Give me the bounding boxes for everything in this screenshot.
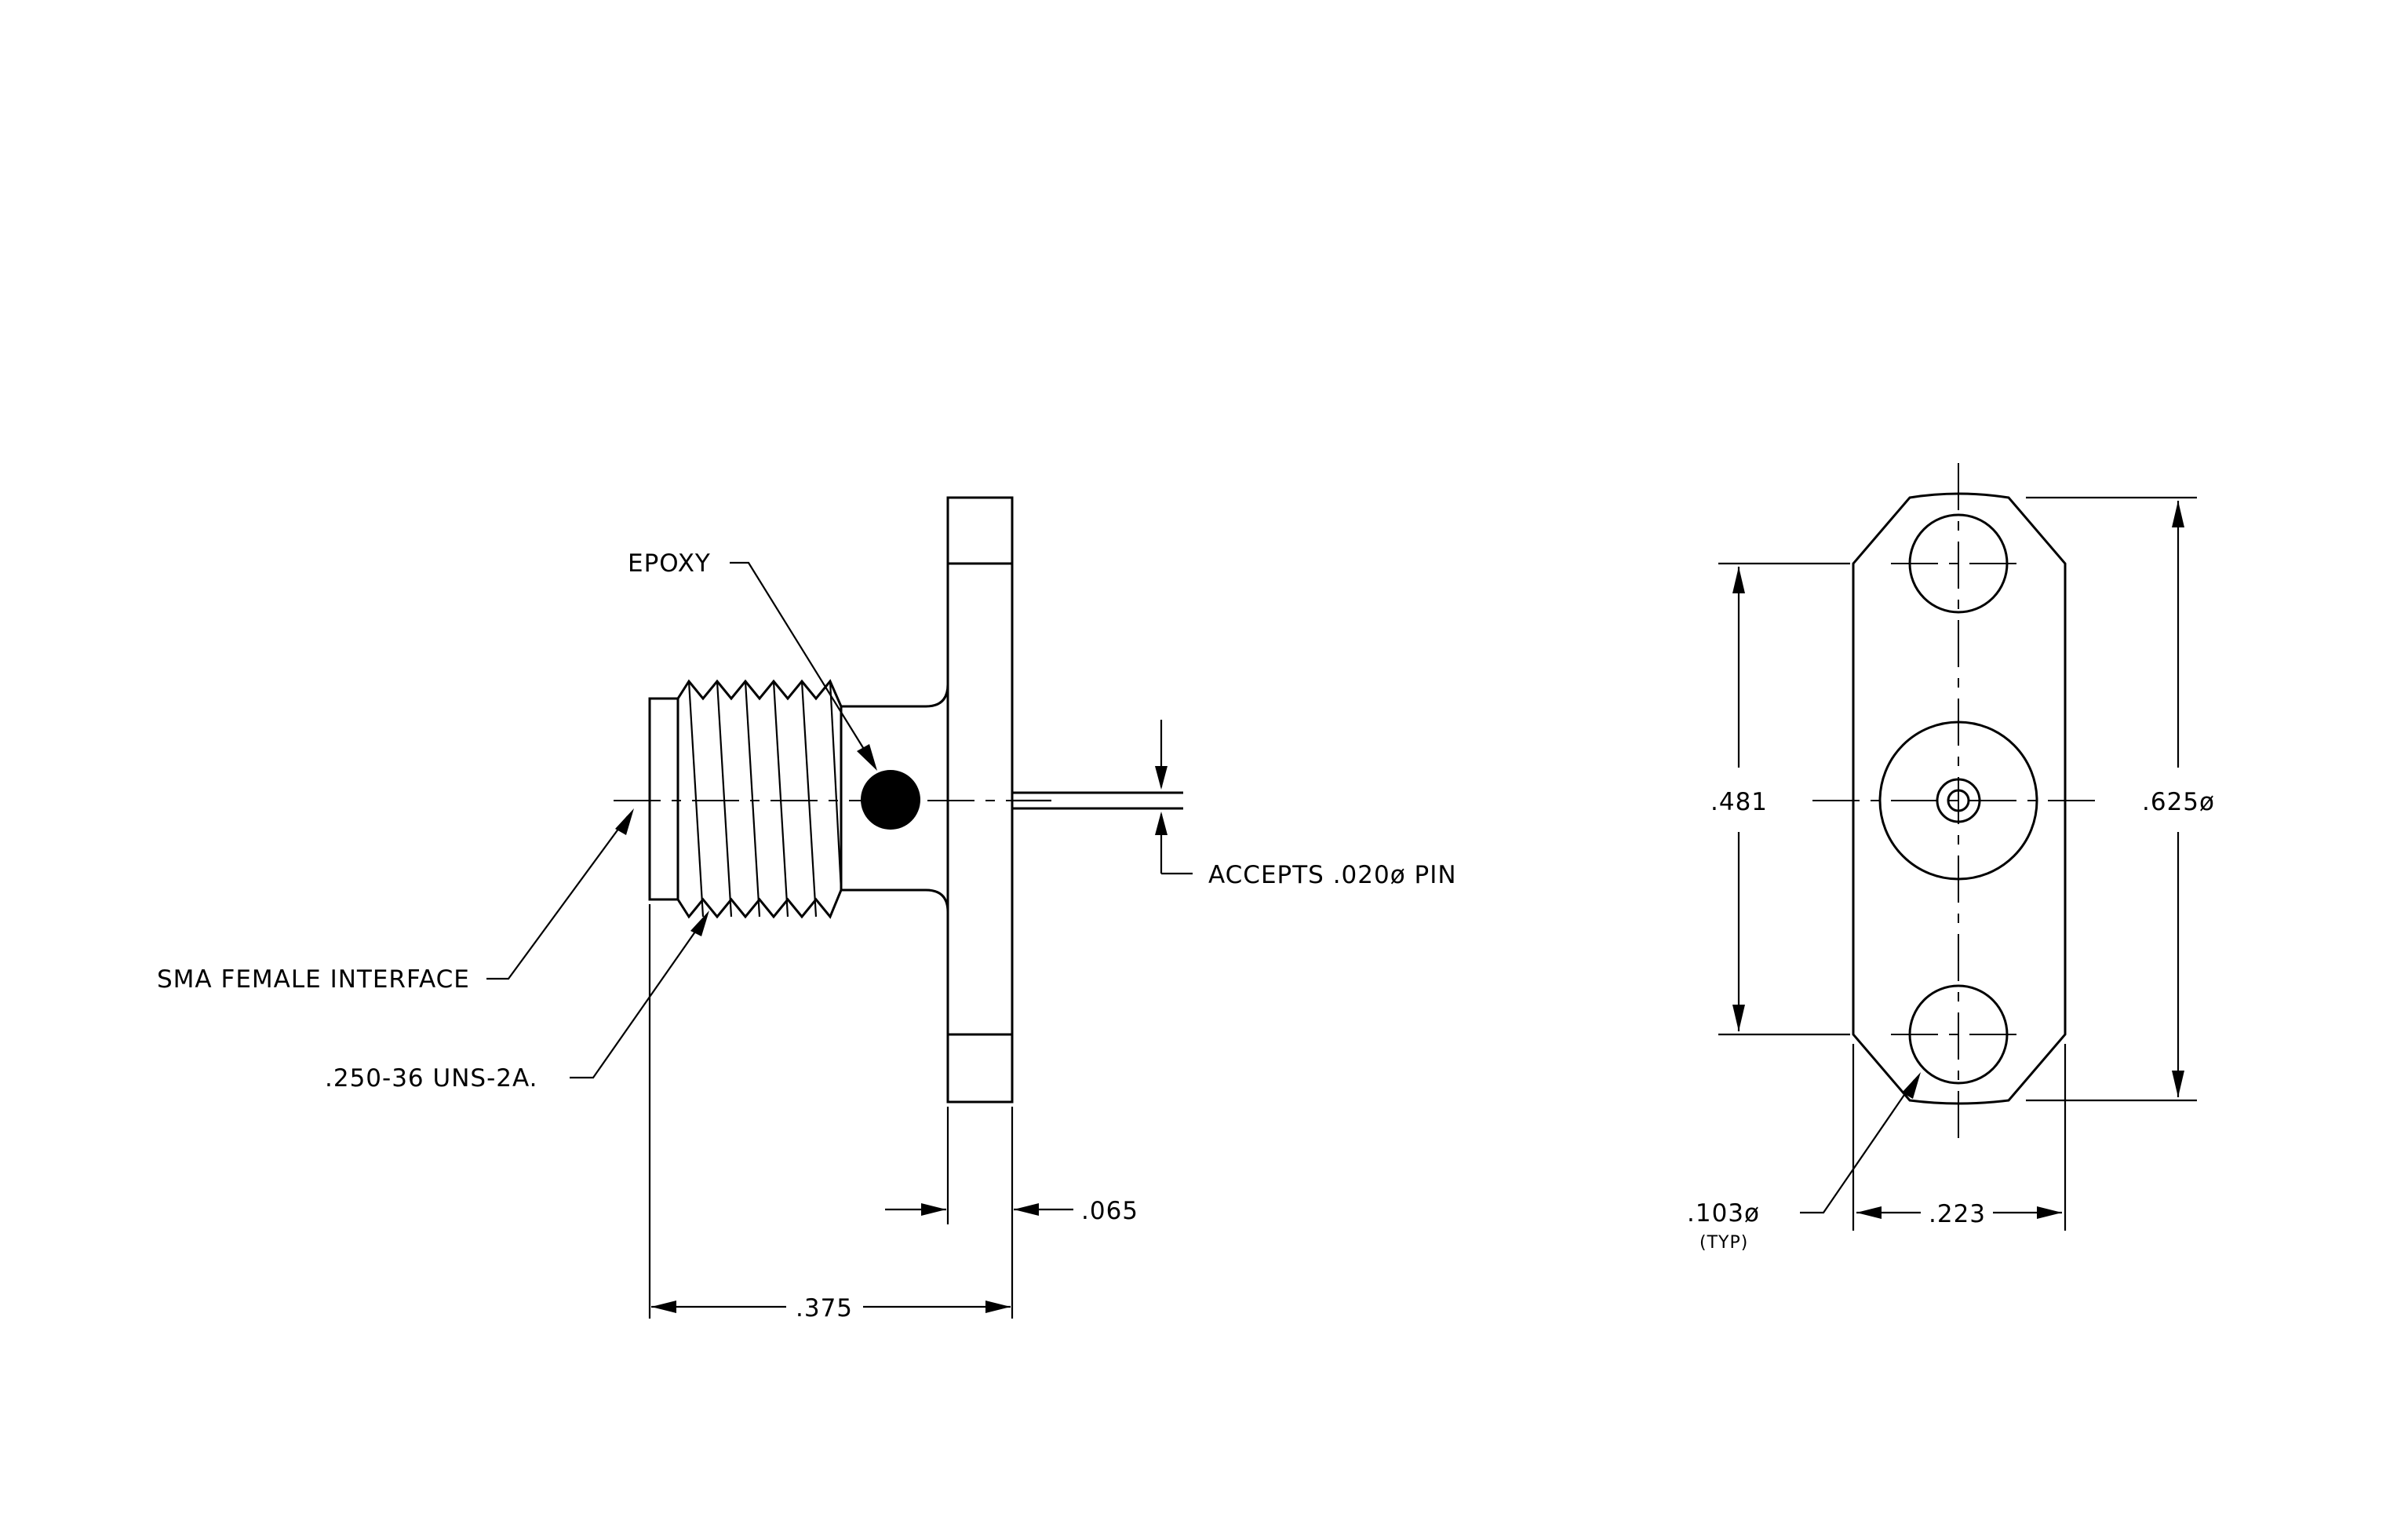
side-view [486, 496, 1193, 1319]
thread-profile [676, 679, 843, 919]
epoxy-label: EPOXY [628, 549, 711, 578]
dim-375-label: .375 [796, 1294, 853, 1323]
dim-103-label: .103ø [1687, 1199, 1760, 1228]
dim-103-typ-label: (TYP) [1699, 1233, 1748, 1253]
sma-interface-label: SMA FEMALE INTERFACE [157, 965, 470, 994]
thread-label: .250-36 UNS-2A. [325, 1064, 538, 1093]
thread-leader [570, 918, 705, 1079]
dim-625-label: .625ø [2142, 788, 2215, 816]
epoxy-leader [730, 561, 873, 764]
dim-481-label: .481 [1710, 788, 1768, 816]
body-bottom-edge [841, 888, 949, 913]
flange-front-outline [1852, 492, 2067, 1105]
dim-065-label: .065 [1081, 1197, 1138, 1225]
interface-leader [486, 815, 628, 980]
accepts-pin-label: ACCEPTS .020ø PIN [1208, 861, 1457, 889]
body-top-edge [841, 684, 949, 708]
hole-leader [1800, 1079, 1915, 1214]
dim-223-label: .223 [1929, 1200, 1986, 1228]
interface-face [648, 697, 679, 901]
front-view [1718, 463, 2197, 1231]
